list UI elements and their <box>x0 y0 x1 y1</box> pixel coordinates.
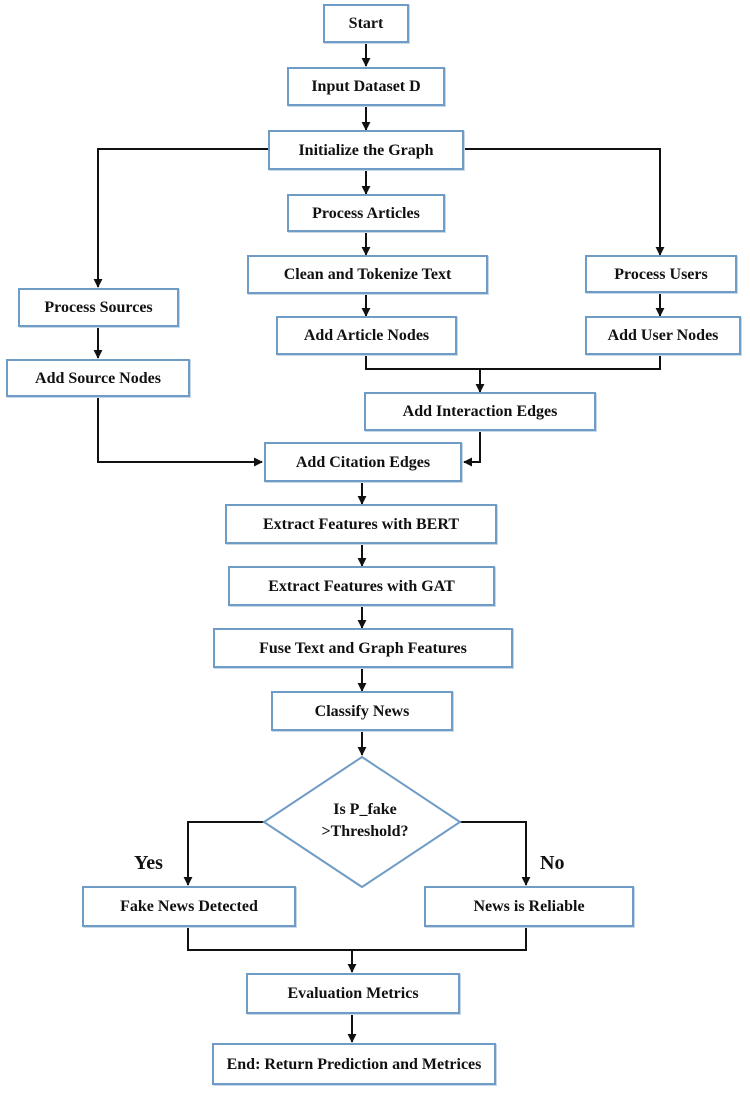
news-reliable-node: News is Reliable <box>424 886 634 927</box>
edge-init-to-sources <box>93 148 268 288</box>
edge-outcomes-merge <box>187 927 527 951</box>
decision-label-line1: Is P_fake <box>333 801 397 818</box>
decision-diamond <box>262 755 462 889</box>
process-users-node: Process Users <box>585 255 737 293</box>
add-article-nodes-node: Add Article Nodes <box>276 316 457 355</box>
yes-label: Yes <box>134 852 163 874</box>
edge-decision-yes <box>183 821 264 886</box>
input-dataset-node: Input Dataset D <box>287 67 445 106</box>
edge-init-to-users <box>464 148 665 256</box>
fake-news-detected-node: Fake News Detected <box>82 886 296 927</box>
process-articles-node: Process Articles <box>287 194 445 232</box>
decision-label: Is P_fake >Threshold? <box>285 799 445 843</box>
classify-news-node: Classify News <box>271 691 453 731</box>
add-citation-edges-node: Add Citation Edges <box>264 442 462 482</box>
add-user-nodes-node: Add User Nodes <box>585 316 741 355</box>
fuse-features-node: Fuse Text and Graph Features <box>213 628 513 668</box>
end-node: End: Return Prediction and Metrices <box>212 1043 496 1085</box>
extract-bert-node: Extract Features with BERT <box>225 504 497 544</box>
edge-article-nodes-merge <box>365 355 661 370</box>
initialize-graph-node: Initialize the Graph <box>268 130 464 170</box>
edge-decision-no <box>460 821 531 886</box>
no-label: No <box>540 852 565 874</box>
decision-label-line2: >Threshold? <box>321 823 409 840</box>
edge-source-nodes-to-citation <box>97 397 263 467</box>
clean-tokenize-node: Clean and Tokenize Text <box>247 255 488 294</box>
add-interaction-edges-node: Add Interaction Edges <box>364 392 596 431</box>
evaluation-metrics-node: Evaluation Metrics <box>246 973 460 1014</box>
start-node: Start <box>323 4 409 43</box>
extract-gat-node: Extract Features with GAT <box>228 566 495 606</box>
add-source-nodes-node: Add Source Nodes <box>6 359 190 397</box>
edge-interaction-to-citation <box>463 431 481 467</box>
process-sources-node: Process Sources <box>18 288 179 327</box>
